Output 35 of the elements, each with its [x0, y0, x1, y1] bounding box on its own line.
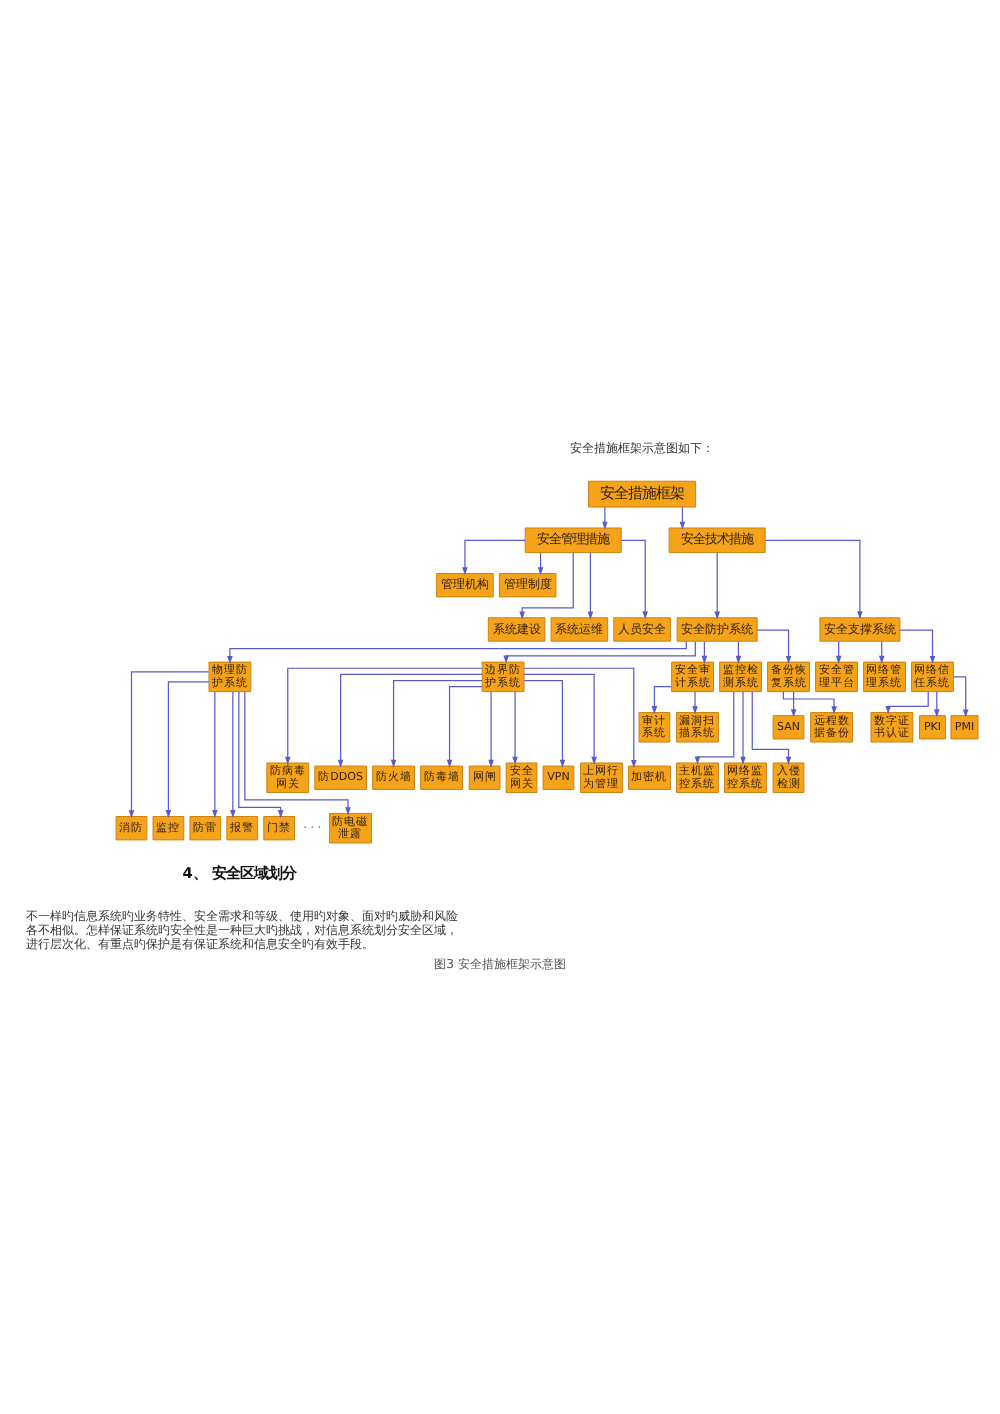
arrow	[692, 691, 698, 715]
arrow	[284, 667, 483, 765]
arrow	[462, 539, 526, 576]
arrow	[512, 691, 518, 765]
arrow	[694, 691, 735, 765]
arrow	[230, 691, 236, 819]
arrow	[128, 671, 210, 819]
arrow	[934, 691, 940, 718]
arrow	[238, 691, 284, 819]
arrow	[899, 629, 936, 664]
arrow	[587, 552, 594, 620]
arrow	[751, 691, 792, 765]
arrow	[790, 691, 797, 718]
arrow	[227, 640, 687, 664]
arrow	[764, 539, 863, 620]
arrow	[756, 629, 792, 664]
arrow	[523, 673, 597, 765]
arrow	[714, 552, 720, 620]
arrow	[523, 679, 566, 768]
arrow	[244, 691, 351, 816]
arrow	[503, 640, 696, 664]
arrow	[885, 691, 929, 714]
arrow	[620, 539, 648, 620]
arrow	[602, 506, 608, 530]
arrow	[337, 673, 483, 768]
arrow	[740, 691, 746, 765]
arrow	[523, 667, 637, 768]
arrow	[390, 679, 483, 768]
arrow	[782, 691, 837, 715]
arrow	[651, 686, 672, 715]
arrow	[212, 691, 218, 819]
arrow	[446, 686, 483, 768]
arrow	[165, 681, 210, 819]
arrow	[953, 676, 969, 718]
arrow	[488, 691, 494, 768]
